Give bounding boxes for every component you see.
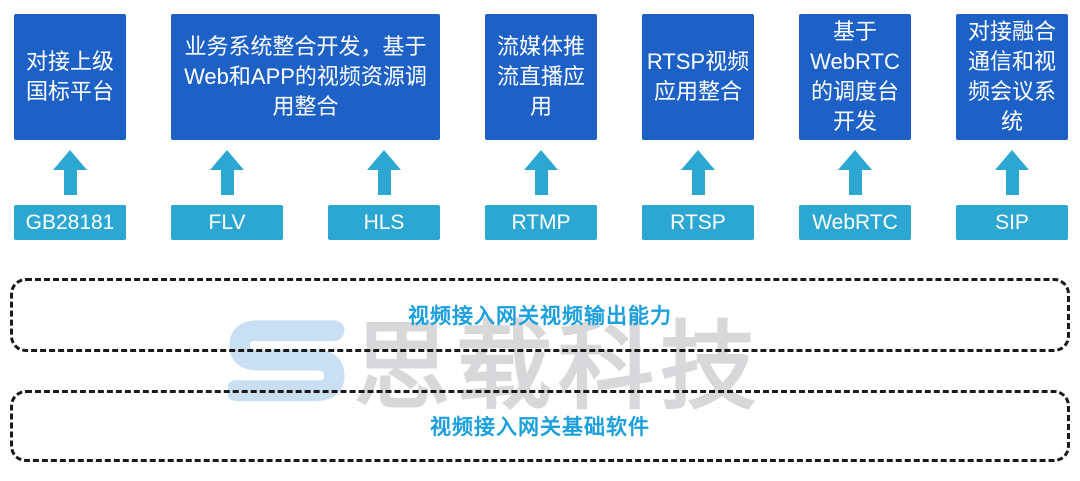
protocol-row: GB28181 FLV HLS RTMP RTSP WebRTC SIP bbox=[14, 205, 1068, 240]
arrow-head bbox=[838, 150, 872, 170]
protocol-gb28181: GB28181 bbox=[14, 205, 126, 240]
up-arrow-icon bbox=[799, 150, 911, 195]
arrow-stem bbox=[691, 170, 705, 195]
up-arrow-icon bbox=[956, 150, 1068, 195]
base-software-layer-label: 视频接入网关基础软件 bbox=[430, 416, 650, 439]
arrow-stem bbox=[63, 170, 77, 195]
capability-box-streaming-live: 流媒体推 流直播应 用 bbox=[485, 14, 597, 140]
arrow-stem bbox=[1005, 170, 1019, 195]
protocol-flv: FLV bbox=[171, 205, 283, 240]
protocol-rtsp: RTSP bbox=[642, 205, 754, 240]
protocol-webrtc: WebRTC bbox=[799, 205, 911, 240]
arrow-head bbox=[995, 150, 1029, 170]
capability-box-video-conference: 对接融合 通信和视 频会议系 统 bbox=[956, 14, 1068, 140]
arrow-head bbox=[53, 150, 87, 170]
arrow-stem bbox=[377, 170, 391, 195]
arrow-head bbox=[681, 150, 715, 170]
arrow-stem bbox=[848, 170, 862, 195]
capability-box-national-platform: 对接上级 国标平台 bbox=[14, 14, 126, 140]
arrow-stem bbox=[220, 170, 234, 195]
protocol-hls: HLS bbox=[328, 205, 440, 240]
capability-box-business-integration: 业务系统整合开发，基于 Web和APP的视频资源调 用整合 bbox=[171, 14, 440, 140]
arrow-row bbox=[14, 150, 1068, 195]
arrow-head bbox=[367, 150, 401, 170]
arrow-head bbox=[524, 150, 558, 170]
up-arrow-icon bbox=[328, 150, 440, 195]
up-arrow-icon bbox=[14, 150, 126, 195]
protocol-sip: SIP bbox=[956, 205, 1068, 240]
capability-box-rtsp-apps: RTSP视频 应用整合 bbox=[642, 14, 754, 140]
arrow-stem bbox=[534, 170, 548, 195]
up-arrow-icon bbox=[485, 150, 597, 195]
capability-box-webrtc-dispatch: 基于 WebRTC 的调度台 开发 bbox=[799, 14, 911, 140]
arrow-head bbox=[210, 150, 244, 170]
up-arrow-icon bbox=[171, 150, 283, 195]
output-capability-layer: 视频接入网关视频输出能力 bbox=[10, 278, 1070, 352]
up-arrow-icon bbox=[642, 150, 754, 195]
protocol-rtmp: RTMP bbox=[485, 205, 597, 240]
base-software-layer: 视频接入网关基础软件 bbox=[10, 390, 1070, 462]
capability-row: 对接上级 国标平台 业务系统整合开发，基于 Web和APP的视频资源调 用整合 … bbox=[14, 14, 1068, 140]
output-capability-layer-label: 视频接入网关视频输出能力 bbox=[408, 305, 672, 328]
